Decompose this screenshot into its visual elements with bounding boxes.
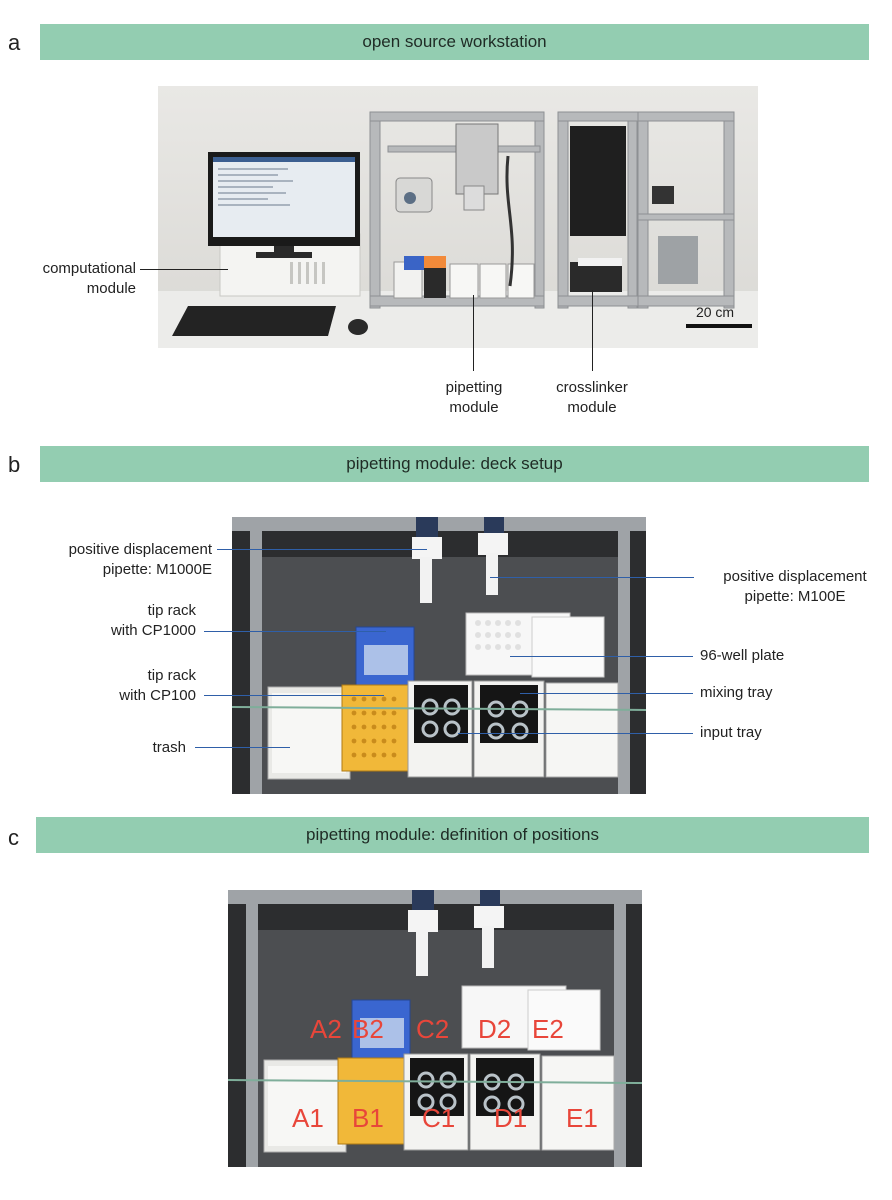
panel-a-title: open source workstation [40,24,869,60]
label-tip-rack-cp1000: tip rack with CP1000 [110,602,196,639]
label-input-tray: input tray [700,724,762,741]
label-mixing-tray: mixing tray [700,684,773,701]
leader-trash [195,747,290,748]
position-C2: C2 [416,1014,449,1044]
panel-b-title: pipetting module: deck setup [40,446,869,482]
label-pipette-m1000e: positive displacement pipette: M1000E [68,541,212,578]
position-D1: D1 [494,1103,527,1133]
workstation-photo: 20 cm [158,86,758,348]
leader-mixing-tray [520,693,693,694]
leader-m100e [490,577,694,578]
label-pipette-m100e: positive displacement pipette: M100E [723,568,867,605]
positions-photo: A2 B2 C2 D2 E2 A1 B1 C1 D1 E1 [228,890,642,1167]
position-A2: A2 [310,1014,342,1044]
leader-computational [140,269,228,270]
leader-crosslinker [592,290,593,371]
leader-cp100 [204,695,384,696]
panel-letter-a: a [8,30,21,55]
scale-bar [686,324,752,328]
position-A1: A1 [292,1103,324,1133]
position-E2: E2 [532,1014,564,1044]
panel-c-title: pipetting module: definition of position… [36,817,869,853]
leader-pipetting [473,295,474,371]
panel-letter-c: c [8,825,19,850]
position-B2: B2 [352,1014,384,1044]
position-B1: B1 [352,1103,384,1133]
leader-cp1000 [204,631,386,632]
label-pipetting-module: pipetting module [445,379,503,416]
label-96-well-plate: 96-well plate [700,647,785,664]
scale-bar-label: 20 cm [695,304,735,320]
label-computational-module: computational module [42,260,136,297]
panel-letter-b: b [8,452,21,477]
deck-setup-photo [232,517,646,794]
position-D2: D2 [478,1014,511,1044]
leader-96-well-plate [510,656,693,657]
label-tip-rack-cp100: tip rack with CP100 [119,667,196,704]
position-E1: E1 [566,1103,598,1133]
label-trash: trash [152,739,186,756]
leader-input-tray [458,733,693,734]
position-C1: C1 [422,1103,455,1133]
leader-m1000e [217,549,427,550]
label-crosslinker-module: crosslinker module [556,379,628,416]
